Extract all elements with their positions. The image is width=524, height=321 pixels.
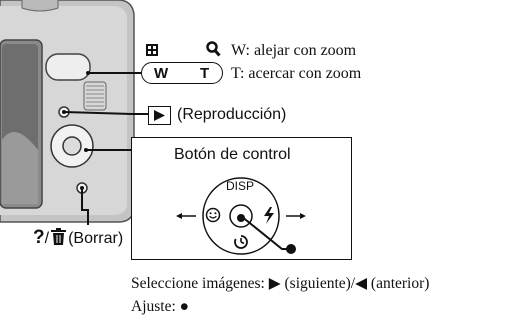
help-question-glyph: ? bbox=[33, 227, 45, 248]
delete-separator: / bbox=[44, 230, 50, 247]
zoom-wide-key-label: W bbox=[154, 65, 169, 82]
zoom-lever bbox=[45, 53, 91, 81]
smile-face-icon bbox=[205, 207, 221, 227]
delete-label: (Borrar) bbox=[68, 230, 124, 247]
flash-bolt-icon bbox=[263, 207, 275, 228]
grid-thumbnail-icon bbox=[146, 44, 158, 60]
select-images-instruction: Seleccione imágenes: ▶ (siguiente)/◀ (an… bbox=[131, 275, 430, 292]
zoom-wide-description: W: alejar con zoom bbox=[231, 42, 357, 59]
center-dot-icon bbox=[236, 211, 246, 227]
control-button-title: Botón de control bbox=[174, 146, 291, 163]
delete-row: ?/ (Borrar) bbox=[33, 228, 123, 249]
playback-label: (Reproducción) bbox=[177, 106, 287, 123]
control-button-box: Botón de control DISP bbox=[131, 137, 352, 260]
set-instruction: Ajuste: ● bbox=[131, 298, 190, 315]
self-timer-icon bbox=[233, 234, 249, 254]
play-triangle-icon bbox=[148, 106, 171, 125]
zoom-key-diagram: W T bbox=[141, 62, 223, 84]
magnifier-icon bbox=[206, 41, 221, 61]
zoom-tele-key-label: T bbox=[200, 65, 210, 82]
disp-label: DISP bbox=[226, 179, 255, 193]
zoom-tele-description: T: acercar con zoom bbox=[231, 65, 362, 82]
trash-icon bbox=[51, 228, 67, 249]
